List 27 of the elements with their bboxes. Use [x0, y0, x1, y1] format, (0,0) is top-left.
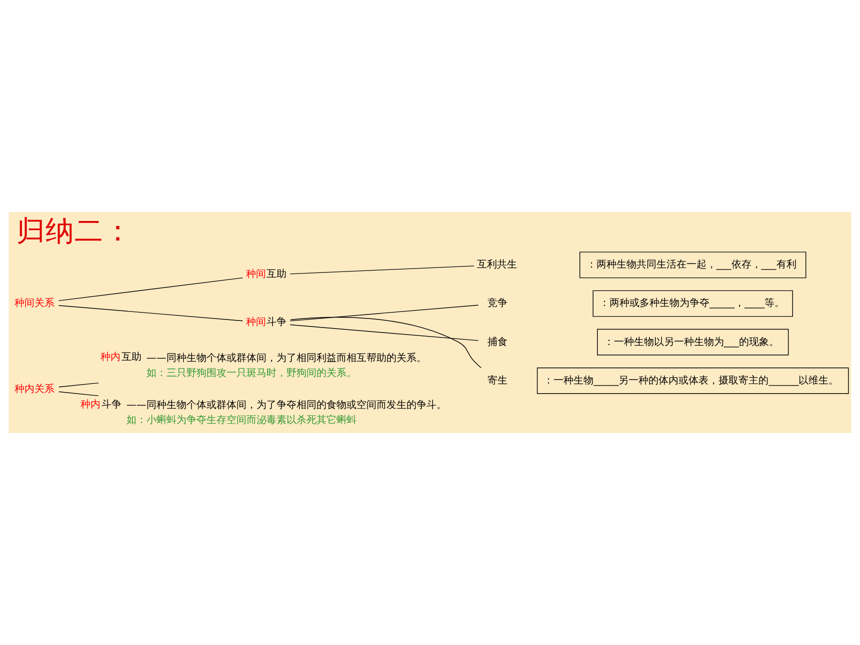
node-label: ——同种生物个体或群体间，为了争夺相同的食物或空间而发生的争斗。 [126, 400, 446, 412]
connector [290, 266, 474, 274]
node-text: 种间斗争 [246, 316, 287, 328]
node-text: 种内关系 [14, 384, 54, 396]
connector [290, 304, 479, 322]
node-text: 竞争 [488, 298, 508, 310]
connector [58, 277, 244, 302]
node-text: 种内斗争 [80, 399, 122, 410]
node-box: ：一种生物以另一种生物为___的现象。 [597, 328, 789, 356]
node-box: ：一种生物_____另一种的体内或体表，摄取寄主的______以维生。 [536, 368, 849, 394]
node-box: ：两种或多种生物为争夺_____，____等。 [592, 290, 793, 317]
node-text: 寄生 [488, 375, 508, 386]
node-box: ：两种生物共同生活在一起，___依存，___有利 [579, 252, 806, 278]
node-text: 互利共生 [477, 260, 518, 271]
node-text: 种间关系 [14, 298, 54, 310]
connector [290, 316, 482, 368]
node-text: 种内互助 [100, 352, 142, 364]
connector [58, 305, 244, 322]
node-label: 如：三只野狗围攻一只斑马时，野狗间的关系。 [146, 368, 356, 379]
node-text: 种间互助 [246, 268, 287, 280]
node-text: 捕食 [488, 336, 508, 348]
connector [290, 324, 479, 341]
diagram-title: 归纳二： [16, 214, 133, 248]
node-label: 如：小蝌蚪为争夺生存空间而泌毒素以杀死其它蝌蚪 [126, 415, 356, 426]
connector [58, 391, 99, 396]
node-label: ——同种生物个体或群体间，为了相同利益而相互帮助的关系。 [146, 352, 426, 364]
connector [58, 382, 99, 388]
